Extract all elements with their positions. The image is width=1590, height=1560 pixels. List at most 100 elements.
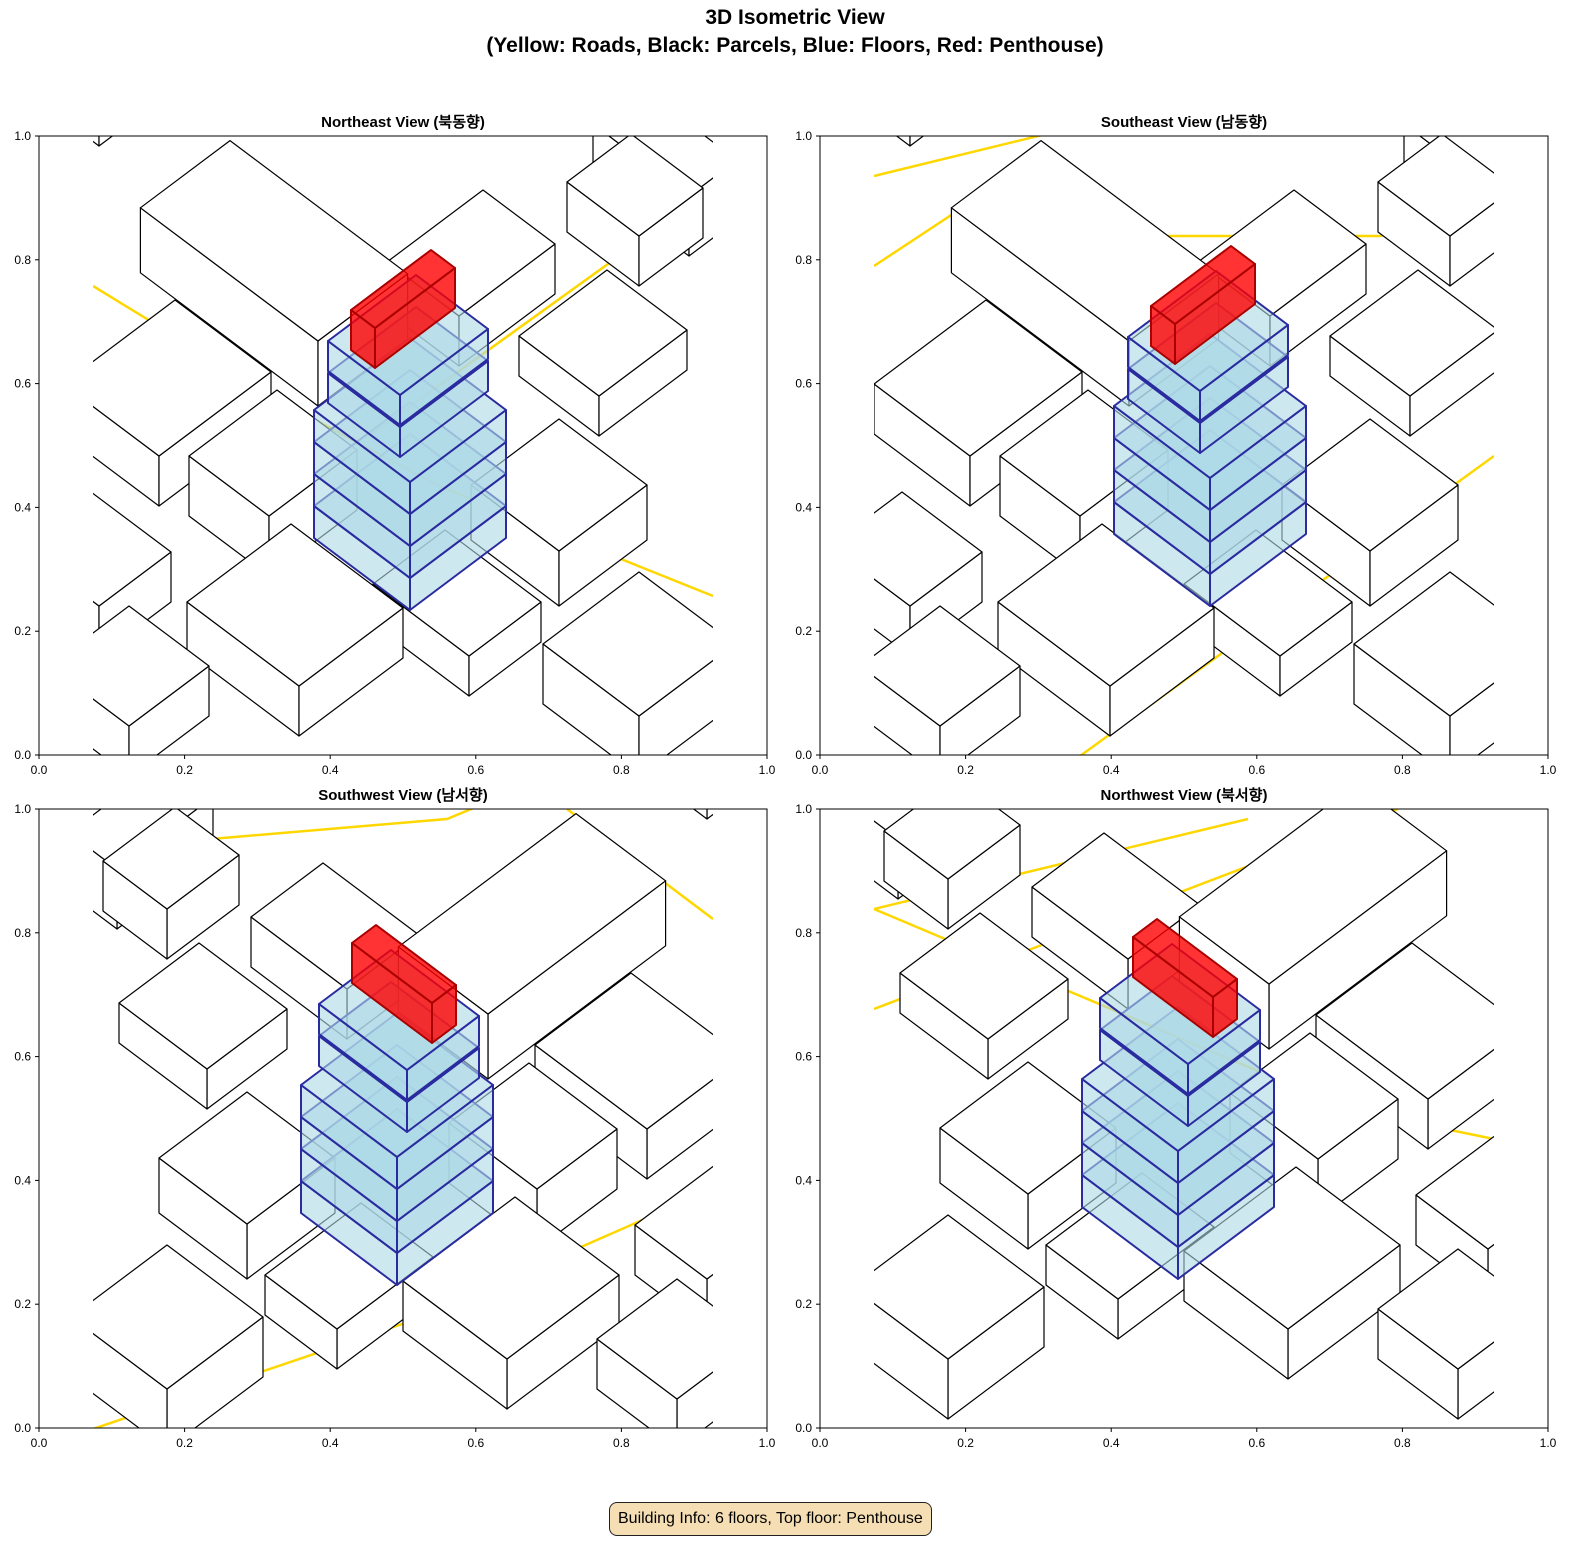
parcel-block-right-face — [459, 0, 523, 96]
y-tick-label: 0.0 — [14, 748, 31, 762]
parcel-block-right-face — [98, 136, 114, 147]
scene — [874, 809, 1494, 1420]
x-tick-label: 0.8 — [613, 763, 630, 777]
parcel-block-top-face — [1032, 0, 1216, 66]
figure-title-line2: (Yellow: Roads, Black: Parcels, Blue: Fl… — [486, 34, 1104, 57]
parcel-block-top-face — [1198, 0, 1334, 36]
axes-frame — [819, 135, 1549, 756]
axes-frame — [38, 808, 768, 1429]
y-tick-label: 0.6 — [795, 377, 812, 391]
scene — [93, 809, 713, 1428]
parcel-block-top-face — [402, 1196, 620, 1360]
parcel-block-right-face — [874, 1302, 949, 1420]
x-tick-label: 0.8 — [1394, 763, 1411, 777]
x-tick-label: 0.2 — [176, 763, 193, 777]
parcel-block-top-face — [542, 571, 713, 717]
x-tick-label: 0.4 — [1103, 1436, 1120, 1450]
parcel-block-left-face — [387, 0, 459, 96]
penthouse-top-face — [1132, 918, 1238, 998]
subplot-title: Northwest View (북서향) — [1101, 787, 1268, 804]
x-tick-label: 0.4 — [1103, 763, 1120, 777]
y-tick-label: 0.6 — [14, 377, 31, 391]
subplot-title: Northeast View (북동향) — [321, 114, 485, 131]
x-tick-label: 1.0 — [1540, 1436, 1557, 1450]
penthouse-top-face — [1150, 245, 1256, 325]
parcel-block-right-face — [909, 136, 925, 147]
y-tick-label: 0.2 — [14, 1297, 31, 1311]
parcel-block-left-face — [93, 600, 100, 657]
plots-canvas: Northeast View (북동향) 0.0 0.2 0.4 0.6 0.8 1.0 0.… — [14, 0, 1557, 1450]
parcel-block-left-face — [706, 1273, 713, 1330]
parcel-block-left-face — [1198, 0, 1270, 96]
subplot-title: Southwest View (남서향) — [318, 787, 487, 804]
parcel-block-top-face — [874, 605, 1021, 727]
penthouse-top-face — [350, 249, 456, 329]
parcel-block-top-face — [566, 136, 704, 237]
parcel-block-top-face — [846, 0, 998, 86]
y-tick-label: 0.8 — [14, 926, 31, 940]
parcel-block-top-face — [1377, 136, 1494, 237]
parcel-block-top-face — [93, 1244, 264, 1390]
parcel-block-top-face — [634, 1165, 713, 1280]
y-tick-label: 0.0 — [795, 1421, 812, 1435]
x-tick-label: 1.0 — [1540, 763, 1557, 777]
scene — [35, 0, 713, 755]
y-tick-label: 0.8 — [795, 253, 812, 267]
y-tick-label: 0.2 — [14, 624, 31, 638]
parcel-block-top-face — [997, 523, 1215, 687]
parcel-block-top-face — [596, 1278, 713, 1400]
parcel-block-top-face — [1315, 942, 1494, 1100]
x-tick-label: 0.0 — [31, 1436, 48, 1450]
x-tick-label: 0.6 — [1248, 1436, 1265, 1450]
y-tick-label: 0.4 — [795, 500, 812, 514]
x-tick-label: 0.0 — [31, 763, 48, 777]
y-tick-label: 0.8 — [14, 253, 31, 267]
x-tick-label: 0.0 — [812, 1436, 829, 1450]
x-tick-label: 0.6 — [1248, 763, 1265, 777]
scene — [846, 0, 1548, 755]
y-tick-label: 1.0 — [14, 129, 31, 143]
axes-frame — [38, 135, 768, 756]
parcel-block-top-face — [1281, 418, 1459, 552]
parcel-block-left-face — [221, 0, 309, 116]
parcel-block-right-face — [1409, 332, 1494, 437]
penthouse-top-face — [351, 924, 457, 1004]
parcel-block-top-face — [93, 605, 210, 727]
x-tick-label: 0.8 — [1394, 1436, 1411, 1450]
parcel-block-top-face — [874, 1214, 1045, 1360]
parcel-block-right-face — [189, 32, 261, 126]
y-tick-label: 0.0 — [14, 1421, 31, 1435]
parcel-block-top-face — [1377, 1248, 1494, 1370]
parcel-block-left-face — [1032, 0, 1120, 116]
x-tick-label: 0.0 — [812, 763, 829, 777]
y-tick-label: 0.4 — [14, 500, 31, 514]
x-tick-label: 0.2 — [957, 1436, 974, 1450]
parcel-block-top-face — [1178, 809, 1448, 985]
parcel-block-top-face — [118, 942, 288, 1070]
parcel-block-top-face — [874, 491, 983, 607]
y-tick-label: 1.0 — [795, 802, 812, 816]
x-tick-label: 1.0 — [759, 1436, 776, 1450]
parcel-block-top-face — [133, 0, 261, 86]
parcel-block-top-face — [387, 0, 523, 36]
parcel-block-top-face — [518, 269, 688, 397]
y-tick-label: 0.2 — [795, 1297, 812, 1311]
parcel-block-top-face — [874, 299, 1083, 457]
parcel-block-top-face — [93, 299, 272, 457]
road-line — [874, 136, 1044, 178]
parcel-block-right-face — [1449, 202, 1494, 287]
parcel-block-right-face — [1270, 0, 1334, 96]
parcel-block-right-face — [1500, 160, 1548, 256]
parcel-block-top-face — [1353, 571, 1494, 717]
y-tick-label: 0.8 — [795, 926, 812, 940]
x-tick-label: 0.2 — [176, 1436, 193, 1450]
x-tick-label: 0.8 — [613, 1436, 630, 1450]
parcel-block-right-face — [692, 809, 708, 820]
parcel-block-left-face — [895, 136, 911, 147]
parcel-block-top-face — [35, 0, 187, 86]
parcel-block-top-face — [883, 809, 1021, 880]
x-tick-label: 1.0 — [759, 763, 776, 777]
x-tick-label: 0.6 — [467, 763, 484, 777]
